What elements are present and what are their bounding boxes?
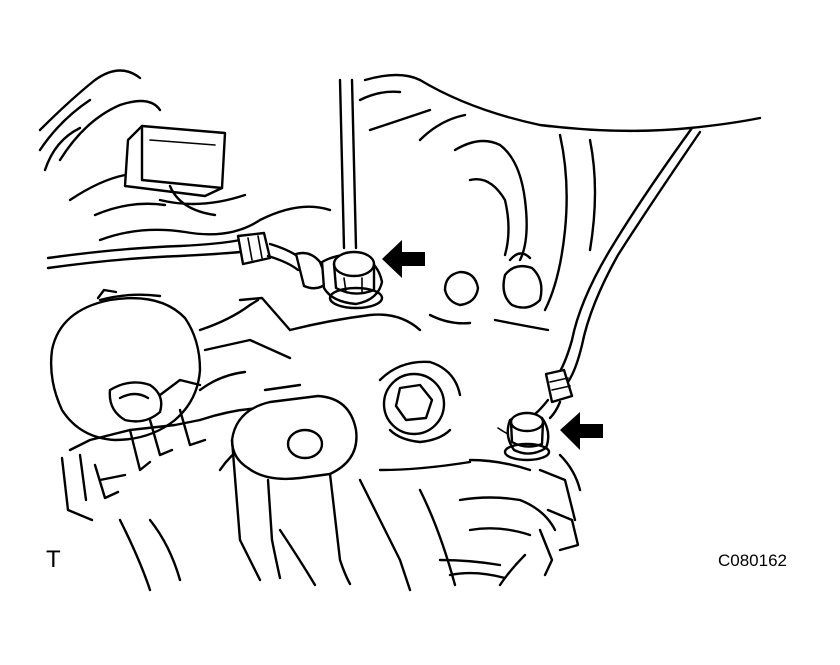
right-ground-wire [533,126,702,420]
upper-ground-bolt [320,250,384,310]
arrow-lower-bolt [560,412,603,450]
lower-ground-bolt [497,411,551,462]
corner-label: T [46,546,61,573]
engine-mount [49,288,202,442]
center-housing [428,252,550,332]
left-ground-wire [46,231,330,290]
lower-housing [118,453,582,592]
center-hex-bolt [378,360,462,444]
housing-outline [358,73,762,312]
round-bracket-tab [230,394,358,586]
connector-block [123,124,227,217]
figure-code: C080162 [718,551,788,570]
transaxle-case [198,296,422,472]
upper-left-hoses [38,69,332,242]
vertical-rod [338,78,358,250]
mount-bracket [60,378,207,522]
arrow-upper-bolt [382,240,425,278]
